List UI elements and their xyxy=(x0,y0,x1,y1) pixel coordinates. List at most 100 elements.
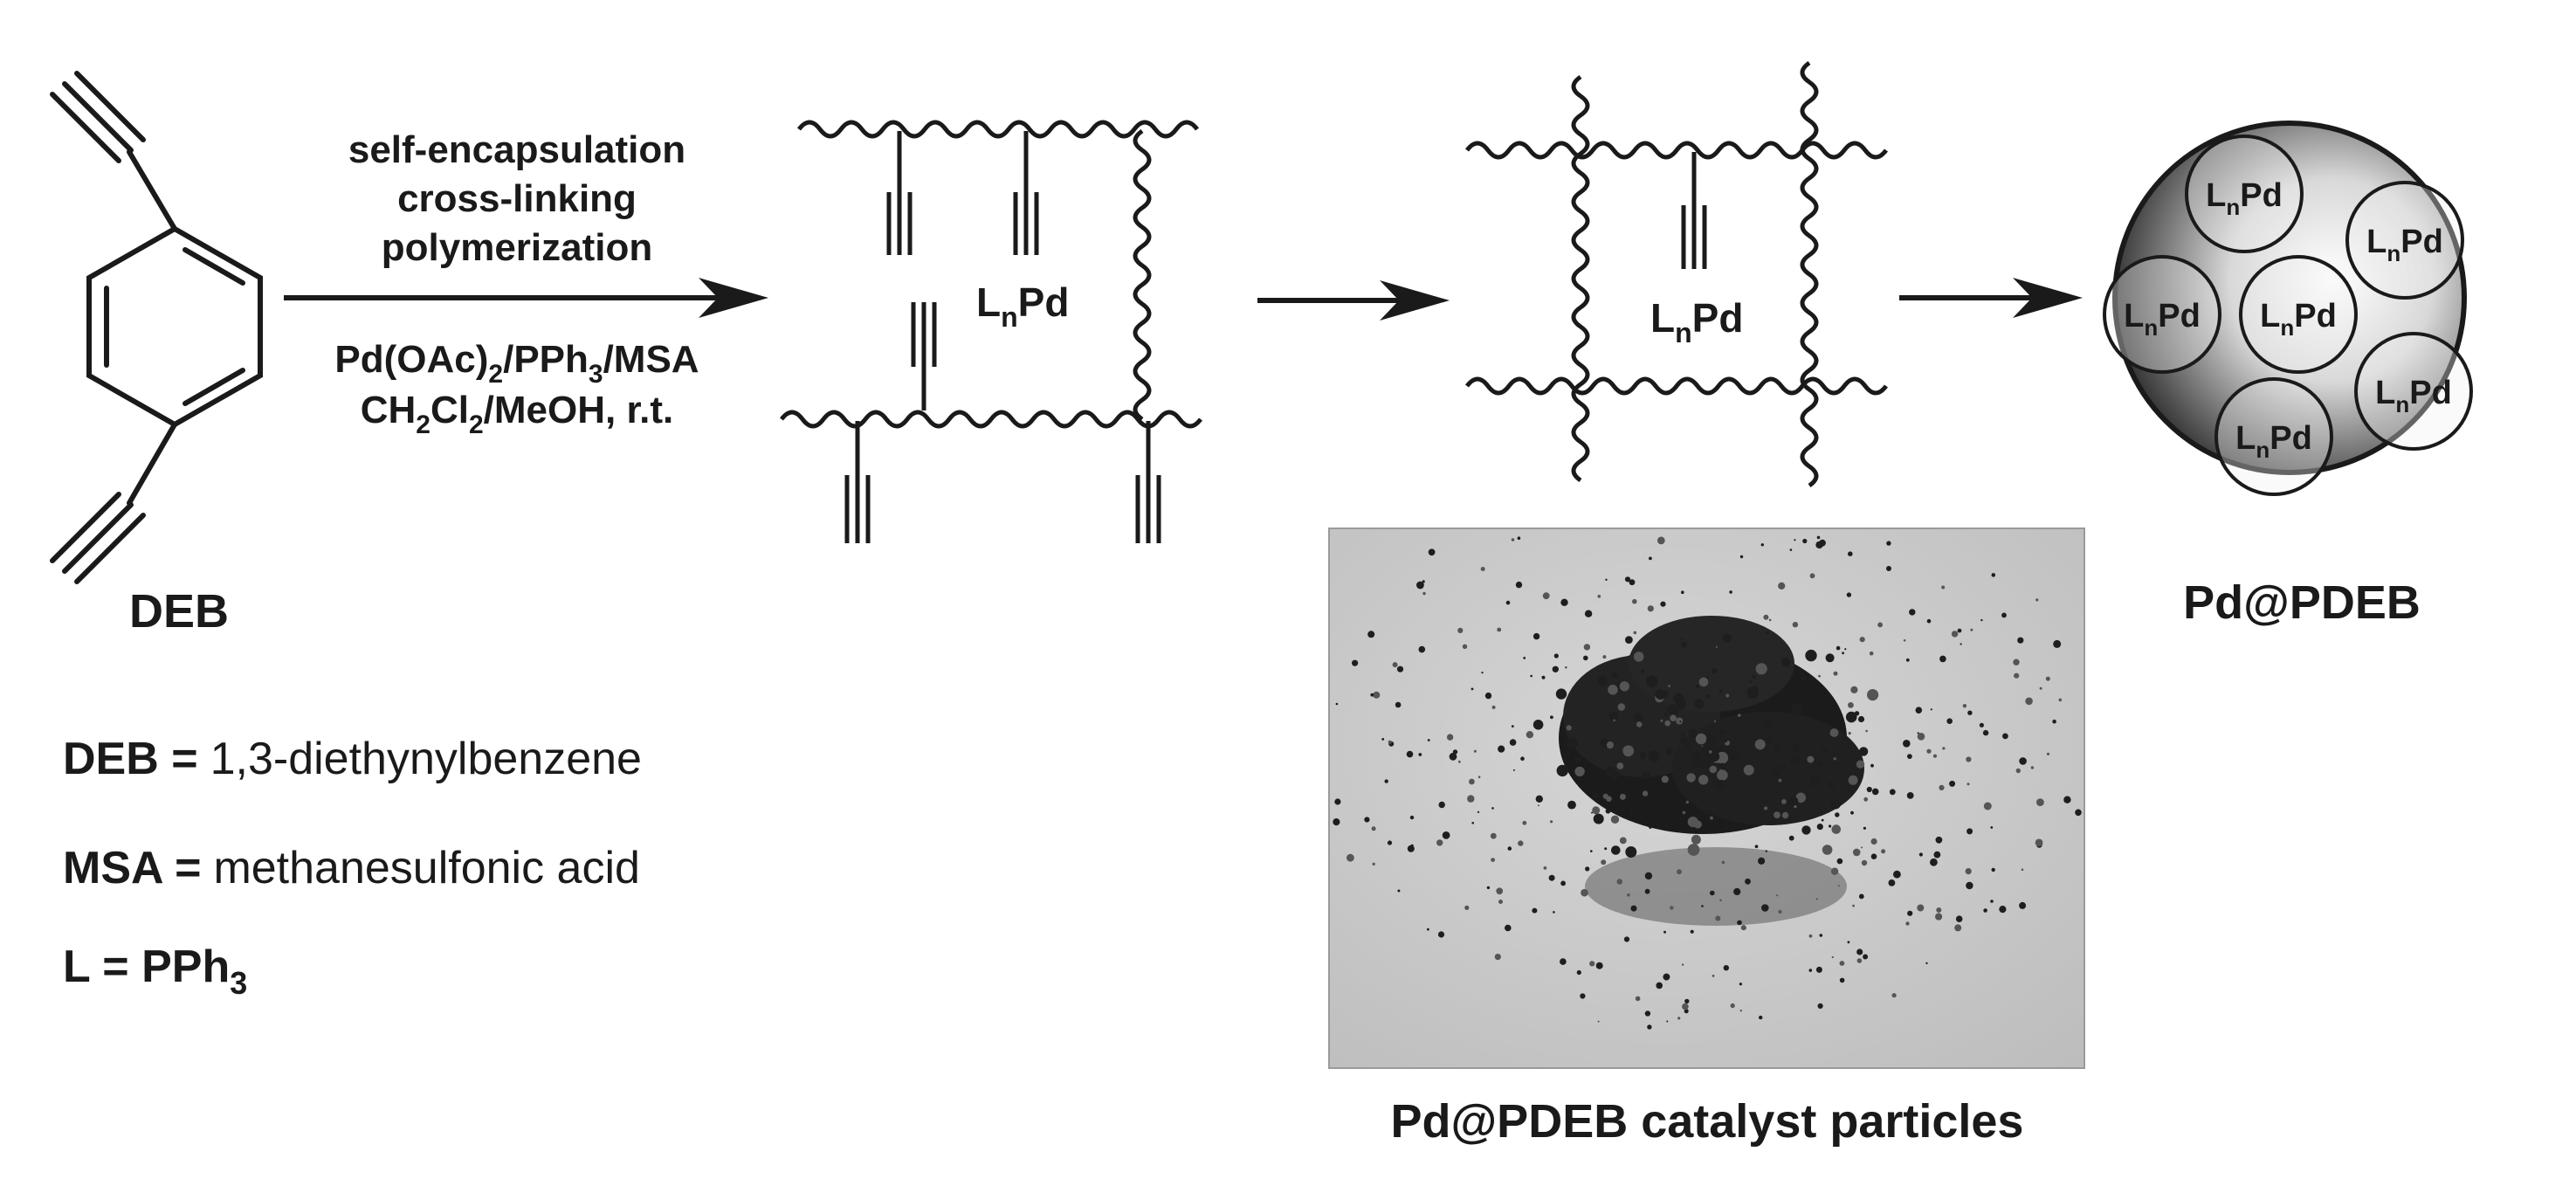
particle-speck xyxy=(1533,632,1540,640)
particle-speck xyxy=(1765,850,1768,852)
particle-speck xyxy=(1690,755,1703,769)
particle-speck xyxy=(1713,720,1717,723)
particle-speck xyxy=(1966,756,1972,762)
particle-speck xyxy=(1856,958,1863,963)
particle-speck xyxy=(1781,657,1791,667)
particle-speck xyxy=(1939,655,1946,663)
particle-speck xyxy=(1991,867,1995,872)
particle-speck xyxy=(2017,637,2024,644)
particle-speck xyxy=(1467,795,1475,803)
particle-speck xyxy=(1907,754,1912,759)
particle-speck xyxy=(1681,963,1684,966)
particle-speck xyxy=(1859,637,1865,643)
lnpd-in-sphere-3: LnPd xyxy=(2124,298,2201,341)
particle-speck xyxy=(1679,737,1688,745)
particle-speck xyxy=(1845,711,1857,723)
particle-speck xyxy=(1709,751,1720,762)
particle-speck xyxy=(1930,708,1932,711)
reagents-line-2: CH2Cl2/MeOH, r.t. xyxy=(361,389,674,439)
particle-speck xyxy=(1663,973,1670,981)
particle-speck xyxy=(1335,702,1339,706)
particle-speck xyxy=(1774,811,1780,818)
particle-speck xyxy=(1705,733,1712,740)
particle-speck xyxy=(1817,762,1822,768)
particle-speck xyxy=(1917,904,1925,912)
particle-speck xyxy=(1649,556,1652,561)
particle-speck xyxy=(1828,781,1836,788)
particle-speck xyxy=(1719,899,1722,902)
particle-speck xyxy=(1679,721,1682,723)
particle-speck xyxy=(1611,845,1621,855)
particle-speck xyxy=(1610,815,1620,824)
particle-speck xyxy=(1560,598,1568,606)
particle-speck xyxy=(1805,649,1817,662)
particle-speck xyxy=(2045,676,2050,681)
particle-speck xyxy=(1452,749,1458,755)
particle-speck xyxy=(1645,675,1658,688)
particle-speck xyxy=(1752,675,1756,679)
particle-speck xyxy=(1616,762,1624,769)
particle-speck xyxy=(1773,745,1780,752)
particle-speck xyxy=(1889,789,1896,796)
particle-speck xyxy=(1352,659,1359,666)
particle-speck xyxy=(1781,811,1789,819)
particle-speck xyxy=(1427,739,1430,741)
particle-speck xyxy=(1416,581,1424,590)
particle-speck xyxy=(1696,685,1699,688)
particle-speck xyxy=(2019,901,2027,909)
particle-speck xyxy=(1613,719,1615,722)
particle-speck xyxy=(1583,644,1591,651)
condition-line-1: self-encapsulation xyxy=(348,128,685,171)
particle-speck xyxy=(1764,806,1768,810)
particle-speck xyxy=(1608,685,1618,695)
particle-speck xyxy=(1917,732,1919,734)
particle-speck xyxy=(1477,776,1481,778)
particle-speck xyxy=(1966,828,1973,835)
particle-speck xyxy=(1932,754,1938,758)
chain-2-top xyxy=(1465,141,1888,160)
particle-speck xyxy=(1893,870,1901,879)
particle-speck xyxy=(1822,747,1828,754)
particle-speck xyxy=(1533,720,1544,730)
particle-speck xyxy=(1946,718,1953,724)
chain-2-left xyxy=(1571,74,1590,483)
particle-speck xyxy=(1848,551,1853,556)
particle-speck xyxy=(1567,738,1578,749)
particle-speck xyxy=(1686,773,1696,783)
particle-speck xyxy=(1481,672,1484,674)
particle-speck xyxy=(1909,609,1916,616)
particle-speck xyxy=(1835,812,1840,817)
particle-speck xyxy=(1555,688,1567,700)
particle-speck xyxy=(1949,780,1956,787)
particle-speck xyxy=(2063,796,2071,803)
particle-speck xyxy=(1574,756,1581,763)
polymer-network-1 xyxy=(780,120,1202,543)
particle-speck xyxy=(1681,641,1688,648)
particle-speck xyxy=(1496,887,1504,895)
particle-speck xyxy=(1619,681,1630,692)
particle-speck xyxy=(2035,838,2043,847)
particle-speck xyxy=(1979,722,1984,728)
particle-speck xyxy=(1801,675,1807,682)
particle-speck xyxy=(1856,760,1865,769)
particle-speck xyxy=(1781,799,1787,804)
lnpd-in-sphere-6: LnPd xyxy=(2235,420,2312,463)
particle-speck xyxy=(1815,898,1818,900)
particle-speck xyxy=(1955,915,1963,922)
particle-speck xyxy=(1505,924,1512,932)
particle-speck xyxy=(1990,826,1994,829)
particle-speck xyxy=(1593,813,1604,824)
particle-speck xyxy=(1710,890,1715,896)
lnpd-in-sphere-2: LnPd xyxy=(2366,224,2443,266)
particle-speck xyxy=(1848,732,1851,735)
particle-speck xyxy=(1836,645,1841,651)
particle-speck xyxy=(1696,749,1700,754)
particle-speck xyxy=(1438,801,1445,809)
particle-speck xyxy=(1490,832,1497,839)
particle-speck xyxy=(1685,745,1690,749)
particle-speck xyxy=(1999,906,2007,914)
particle-speck xyxy=(1870,853,1877,859)
particle-speck xyxy=(1437,931,1445,938)
particle-speck xyxy=(1765,631,1769,635)
particle-speck xyxy=(1815,966,1822,973)
